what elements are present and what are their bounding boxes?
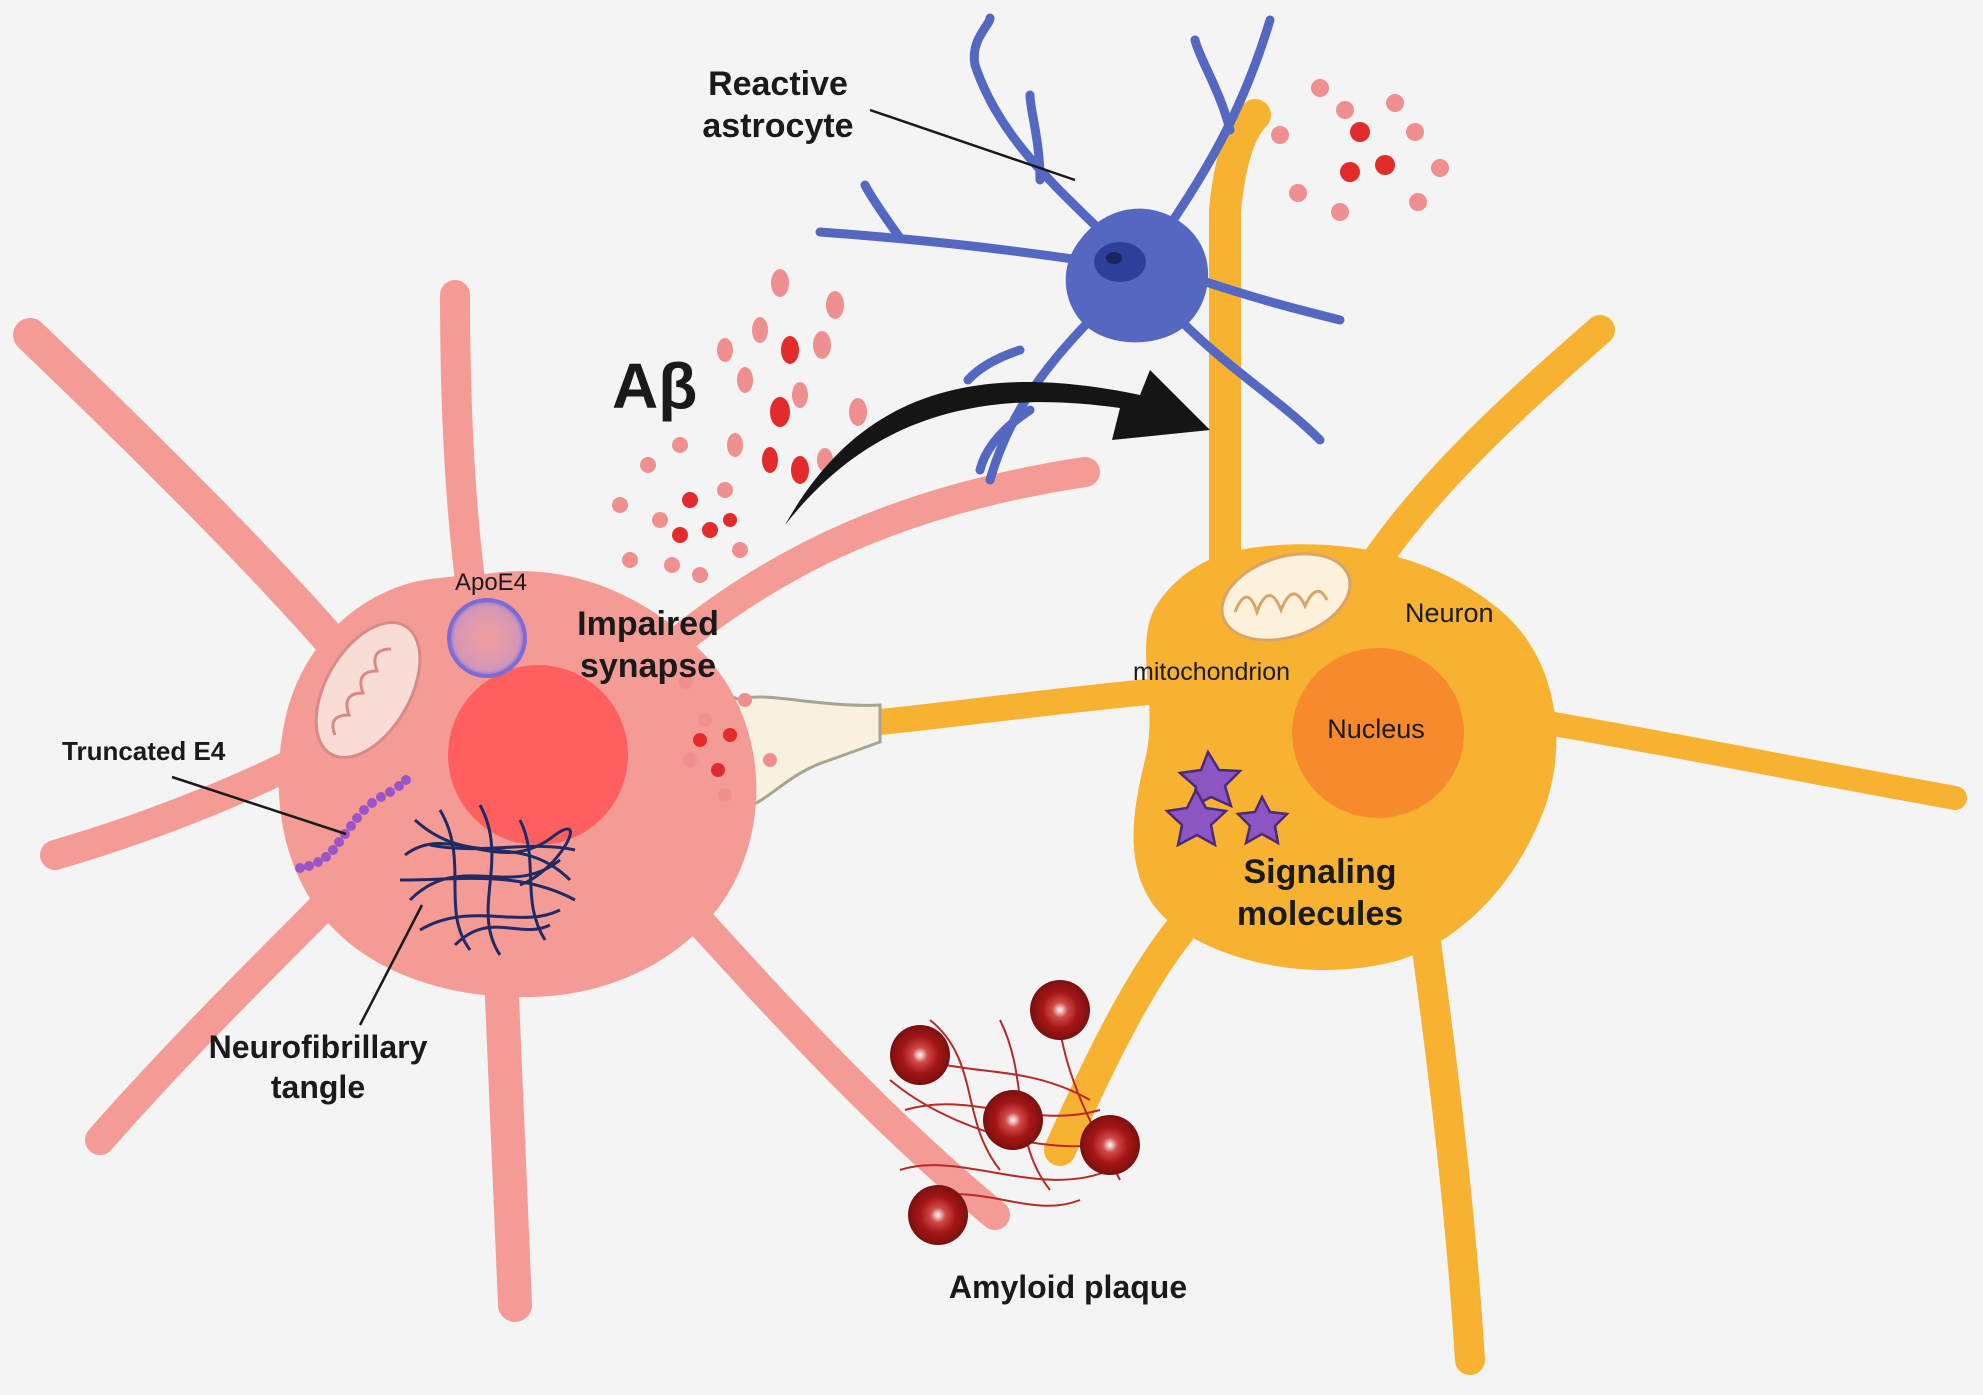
reactive-astrocyte-label-line2: astrocyte [702,107,853,145]
mitochondrion-label: mitochondrion [1133,658,1290,686]
amyloid-plaque [889,980,1140,1245]
neurofibrillary-tangle [399,804,576,956]
abeta-particles [612,79,1449,802]
impaired-synapse-label-line2: synapse [580,647,716,685]
tangle-pointer-line [358,904,424,1026]
signaling-molecules-label-line2: molecules [1237,895,1403,933]
truncated-e4-pointer-line [171,775,347,836]
signaling-molecules-label-line1: Signaling [1244,853,1397,891]
signaling-molecules [1164,749,1290,848]
amyloid-plaque-label: Amyloid plaque [949,1269,1187,1305]
healthy-mitochondrion [1220,552,1352,642]
pointer-lines [171,108,1076,1026]
reactive-astrocyte-label-line1: Reactive [708,65,848,103]
apoe4-vesicle [447,598,527,678]
neurofibrillary-tangle-label-line2: tangle [271,1069,365,1105]
neurofibrillary-tangle-label-line1: Neurofibrillary [209,1029,428,1065]
truncated-e4-label: Truncated E4 [62,736,226,766]
nucleus-label: Nucleus [1327,714,1425,744]
impaired-synapse-label-line1: Impaired [577,605,719,643]
astrocyte-nucleus [1094,242,1146,282]
healthy-neuron [695,99,1967,1375]
reactive-astrocyte [815,13,1345,485]
astrocyte-pointer-line [869,108,1076,182]
abeta-label: Aβ [612,350,697,422]
diseased-nucleus [448,665,628,845]
truncated-e4-chain [295,775,411,873]
diseased-mitochondrion [314,621,422,759]
abeta-transfer-arrow [785,370,1210,525]
healthy-nucleus [1292,648,1464,818]
labels: Reactive astrocyte Aβ ApoE4 Impaired syn… [62,65,1494,1305]
diseased-neuron [13,280,1100,1322]
neuron-label: Neuron [1405,598,1494,628]
apoe4-label: ApoE4 [455,569,527,596]
